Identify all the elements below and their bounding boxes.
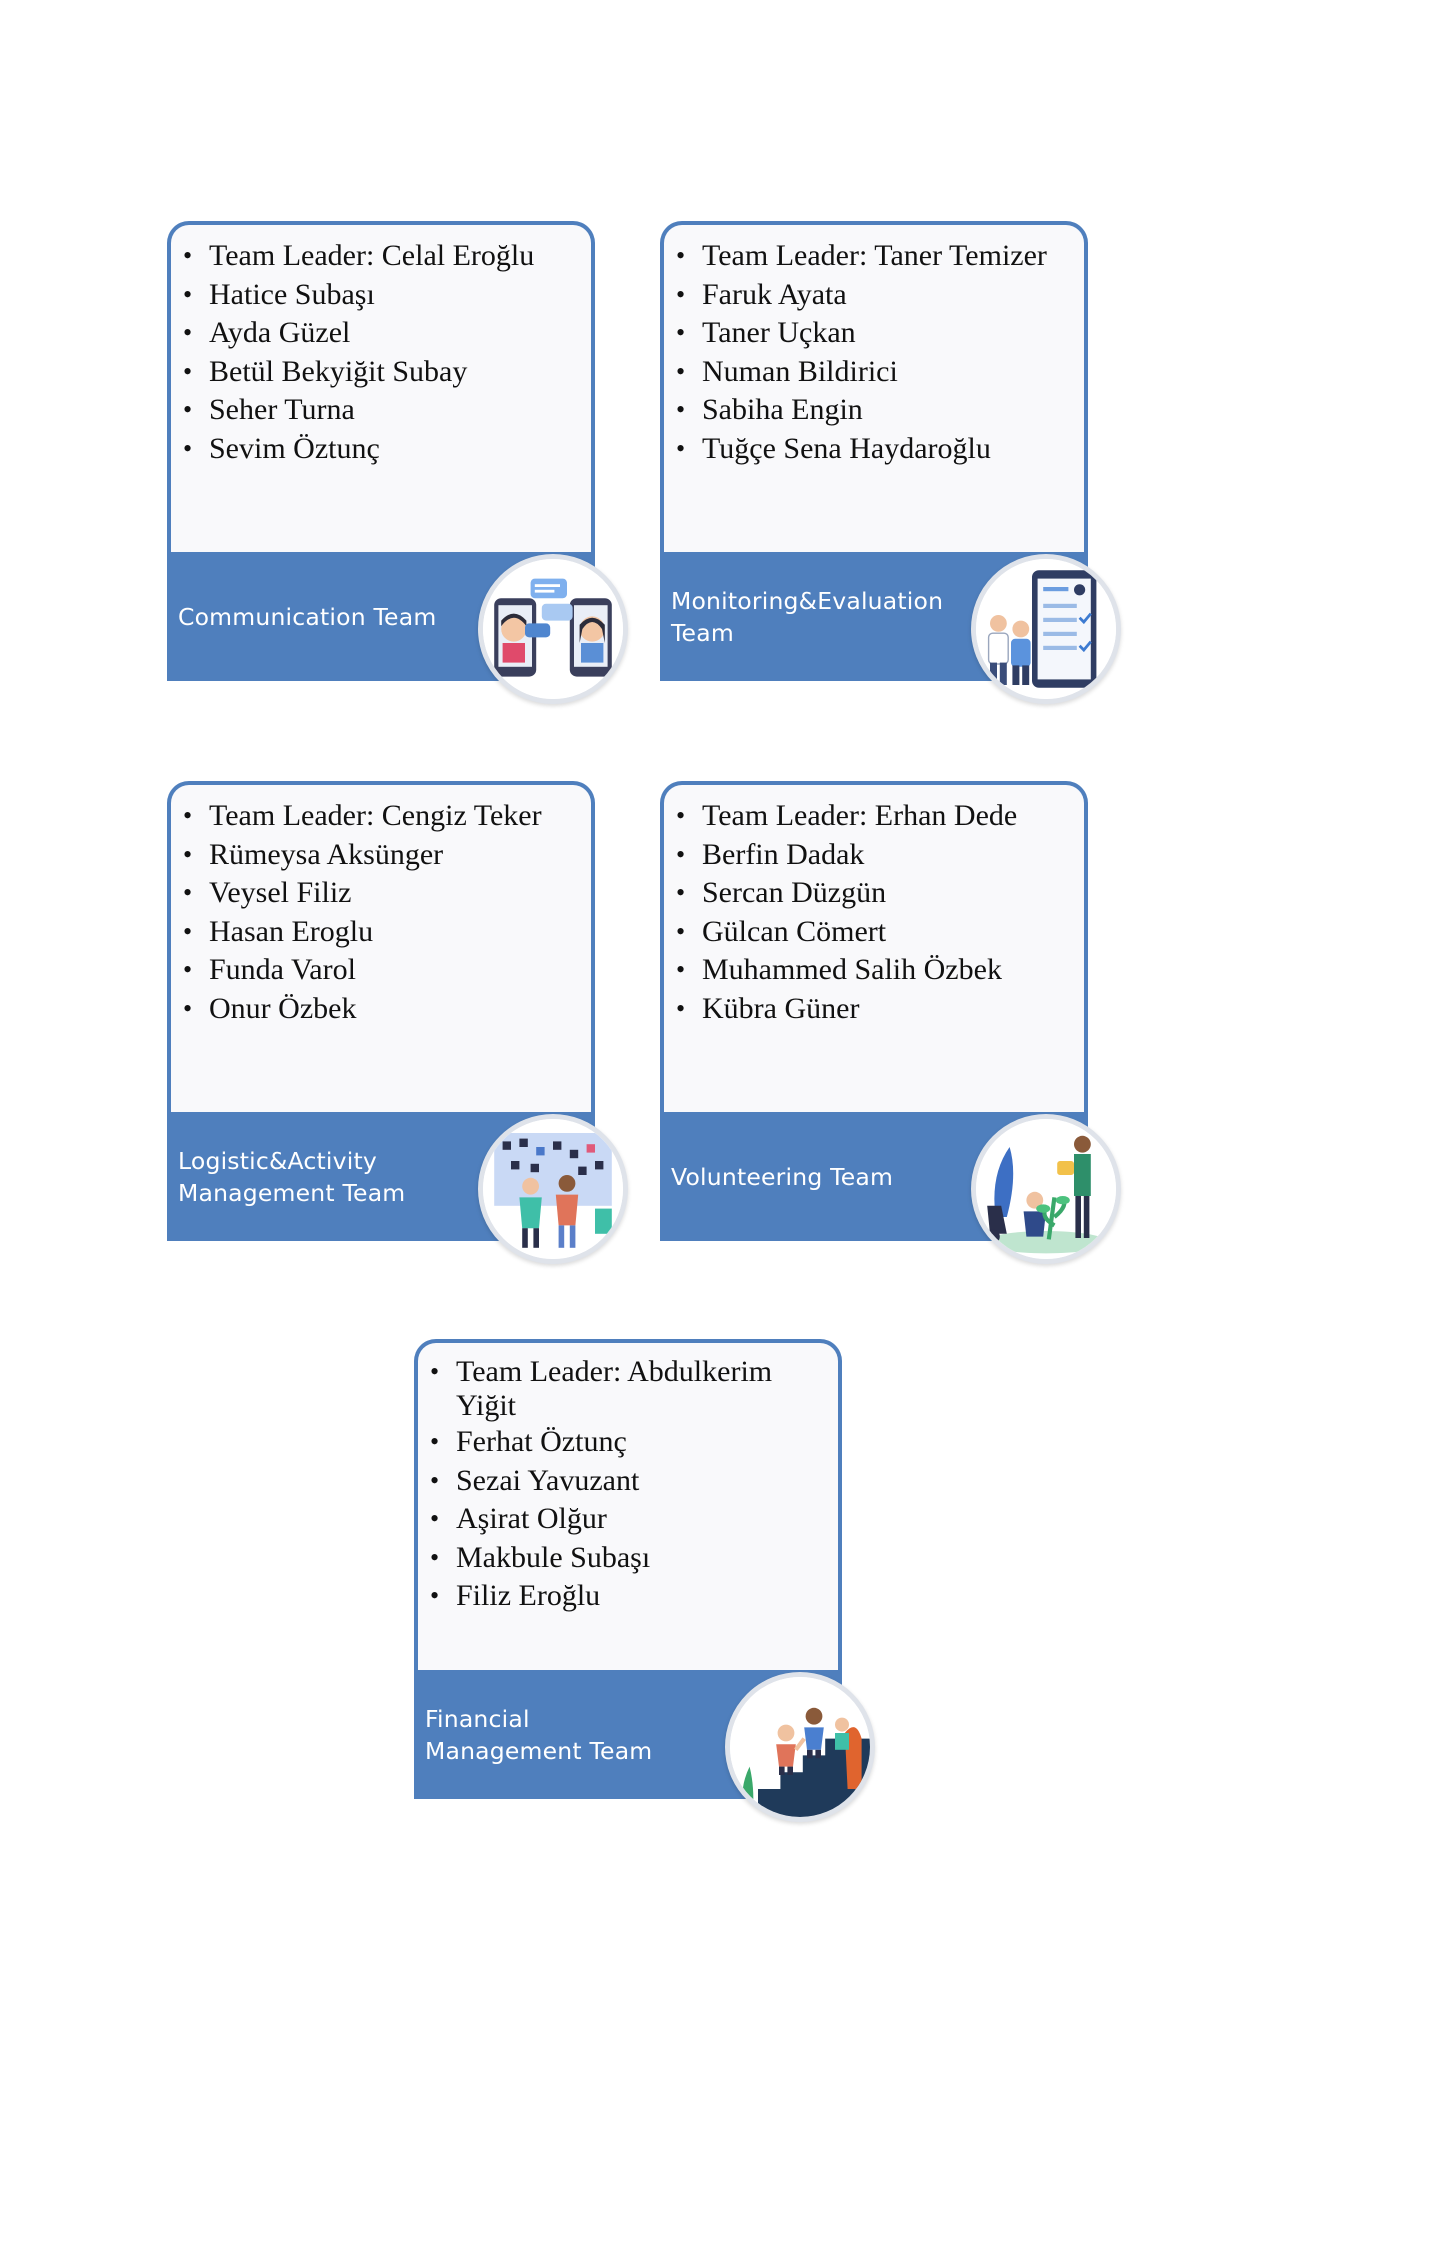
member-name: Team Leader: Taner Temizer (702, 239, 1047, 272)
list-item: •Hasan Eroglu (183, 914, 374, 948)
member-name: Onur Özbek (209, 991, 357, 1025)
list-item: •Sercan Düzgün (676, 876, 887, 909)
member-name: Team Leader: Erhan Dede (702, 799, 1018, 832)
list-item: •Taner Uçkan (676, 316, 856, 349)
list-item: •Ayda Güzel (183, 316, 351, 349)
member-list: •Team Leader: Erhan Dede •Berfin Dadak •… (676, 797, 1070, 1028)
member-list-box: •Team Leader: Taner Temizer •Faruk Ayata… (660, 221, 1088, 552)
list-item: •Berfin Dadak (676, 837, 865, 871)
member-name: Aşirat Olğur (456, 1502, 607, 1535)
list-item: •Sezai Yavuzant (430, 1463, 640, 1497)
list-item: •Team Leader: Erhan Dede (676, 799, 1018, 832)
team-name: Financial Management Team (425, 1704, 653, 1765)
member-list-box: •Team Leader: Abdulkerim Yiğit •Ferhat Ö… (414, 1339, 842, 1670)
member-name: Team Leader: Abdulkerim Yiğit (456, 1355, 773, 1422)
climbing-steps-illustration-icon (725, 1672, 875, 1822)
member-name: Sevim Öztunç (209, 431, 380, 465)
list-item: •Veysel Filiz (183, 876, 352, 909)
team-card-financial-management: •Team Leader: Abdulkerim Yiğit •Ferhat Ö… (414, 1339, 875, 1822)
list-item: •Hatice Subaşı (183, 277, 375, 311)
member-name: Muhammed Salih Özbek (702, 953, 1002, 986)
list-item: •Onur Özbek (183, 991, 357, 1025)
list-item: •Team Leader: Celal Eroğlu (183, 239, 535, 272)
member-list-box: •Team Leader: Cengiz Teker •Rümeysa Aksü… (167, 781, 595, 1112)
list-item: •Aşirat Olğur (430, 1502, 607, 1535)
list-item: •Team Leader: Taner Temizer (676, 239, 1047, 272)
member-name: Faruk Ayata (702, 277, 847, 311)
member-name: Sezai Yavuzant (456, 1463, 640, 1497)
checklist-doctors-illustration-icon (971, 554, 1121, 704)
list-item: •Seher Turna (183, 393, 355, 426)
member-list: •Team Leader: Taner Temizer •Faruk Ayata… (676, 237, 1070, 468)
member-name: Berfin Dadak (702, 837, 865, 871)
list-item: •Ferhat Öztunç (430, 1425, 627, 1458)
member-list: •Team Leader: Abdulkerim Yiğit •Ferhat Ö… (430, 1355, 824, 1616)
member-list: •Team Leader: Celal Eroğlu •Hatice Subaş… (183, 237, 577, 468)
member-name: Taner Uçkan (702, 316, 856, 349)
list-item: •Tuğçe Sena Haydaroğlu (676, 431, 991, 465)
member-name: Veysel Filiz (209, 876, 352, 909)
member-name: Tuğçe Sena Haydaroğlu (702, 431, 991, 465)
list-item: •Muhammed Salih Özbek (676, 953, 1002, 986)
member-name: Sercan Düzgün (702, 876, 887, 909)
member-name: Funda Varol (209, 953, 356, 986)
team-name: Logistic&Activity Management Team (178, 1146, 406, 1207)
team-name: Volunteering Team (671, 1162, 894, 1191)
member-name: Makbule Subaşı (456, 1540, 651, 1574)
planning-board-illustration-icon (478, 1114, 628, 1264)
gardening-volunteers-illustration-icon (971, 1114, 1121, 1264)
team-card-logistic-activity: •Team Leader: Cengiz Teker •Rümeysa Aksü… (167, 781, 628, 1264)
member-list-box: •Team Leader: Celal Eroğlu •Hatice Subaş… (167, 221, 595, 552)
member-name: Betül Bekyiğit Subay (209, 354, 468, 388)
member-name: Gülcan Cömert (702, 914, 887, 948)
chat-phones-illustration-icon (478, 554, 628, 704)
list-item: •Makbule Subaşı (430, 1540, 651, 1574)
member-name: Numan Bildirici (702, 354, 898, 388)
team-name: Monitoring&Evaluation Team (671, 586, 944, 647)
member-name: Kübra Güner (702, 991, 860, 1025)
list-item: •Team Leader: Cengiz Teker (183, 799, 542, 832)
member-name: Filiz Eroğlu (456, 1579, 601, 1612)
member-name: Team Leader: Cengiz Teker (209, 799, 542, 832)
member-name: Rümeysa Aksünger (209, 837, 444, 871)
team-card-communication: •Team Leader: Celal Eroğlu •Hatice Subaş… (167, 221, 628, 704)
list-item: •Faruk Ayata (676, 277, 847, 311)
member-list: •Team Leader: Cengiz Teker •Rümeysa Aksü… (183, 797, 577, 1028)
list-item: •Funda Varol (183, 953, 356, 986)
list-item: •Filiz Eroğlu (430, 1579, 601, 1612)
member-name: Team Leader: Celal Eroğlu (209, 239, 535, 272)
member-list-box: •Team Leader: Erhan Dede •Berfin Dadak •… (660, 781, 1088, 1112)
list-item: •Rümeysa Aksünger (183, 837, 444, 871)
member-name: Ferhat Öztunç (456, 1425, 627, 1458)
member-name: Ayda Güzel (209, 316, 351, 349)
member-name: Sabiha Engin (702, 393, 863, 426)
list-item: •Sabiha Engin (676, 393, 863, 426)
member-name: Seher Turna (209, 393, 355, 426)
list-item: •Sevim Öztunç (183, 431, 380, 465)
list-item: •Numan Bildirici (676, 354, 898, 388)
member-name: Hatice Subaşı (209, 277, 375, 311)
list-item: •Team Leader: Abdulkerim Yiğit (430, 1355, 773, 1422)
team-card-volunteering: •Team Leader: Erhan Dede •Berfin Dadak •… (660, 781, 1121, 1264)
team-card-monitoring-evaluation: •Team Leader: Taner Temizer •Faruk Ayata… (660, 221, 1121, 704)
list-item: •Betül Bekyiğit Subay (183, 354, 468, 388)
list-item: •Gülcan Cömert (676, 914, 887, 948)
list-item: •Kübra Güner (676, 991, 860, 1025)
member-name: Hasan Eroglu (209, 914, 374, 948)
team-name: Communication Team (178, 602, 437, 631)
